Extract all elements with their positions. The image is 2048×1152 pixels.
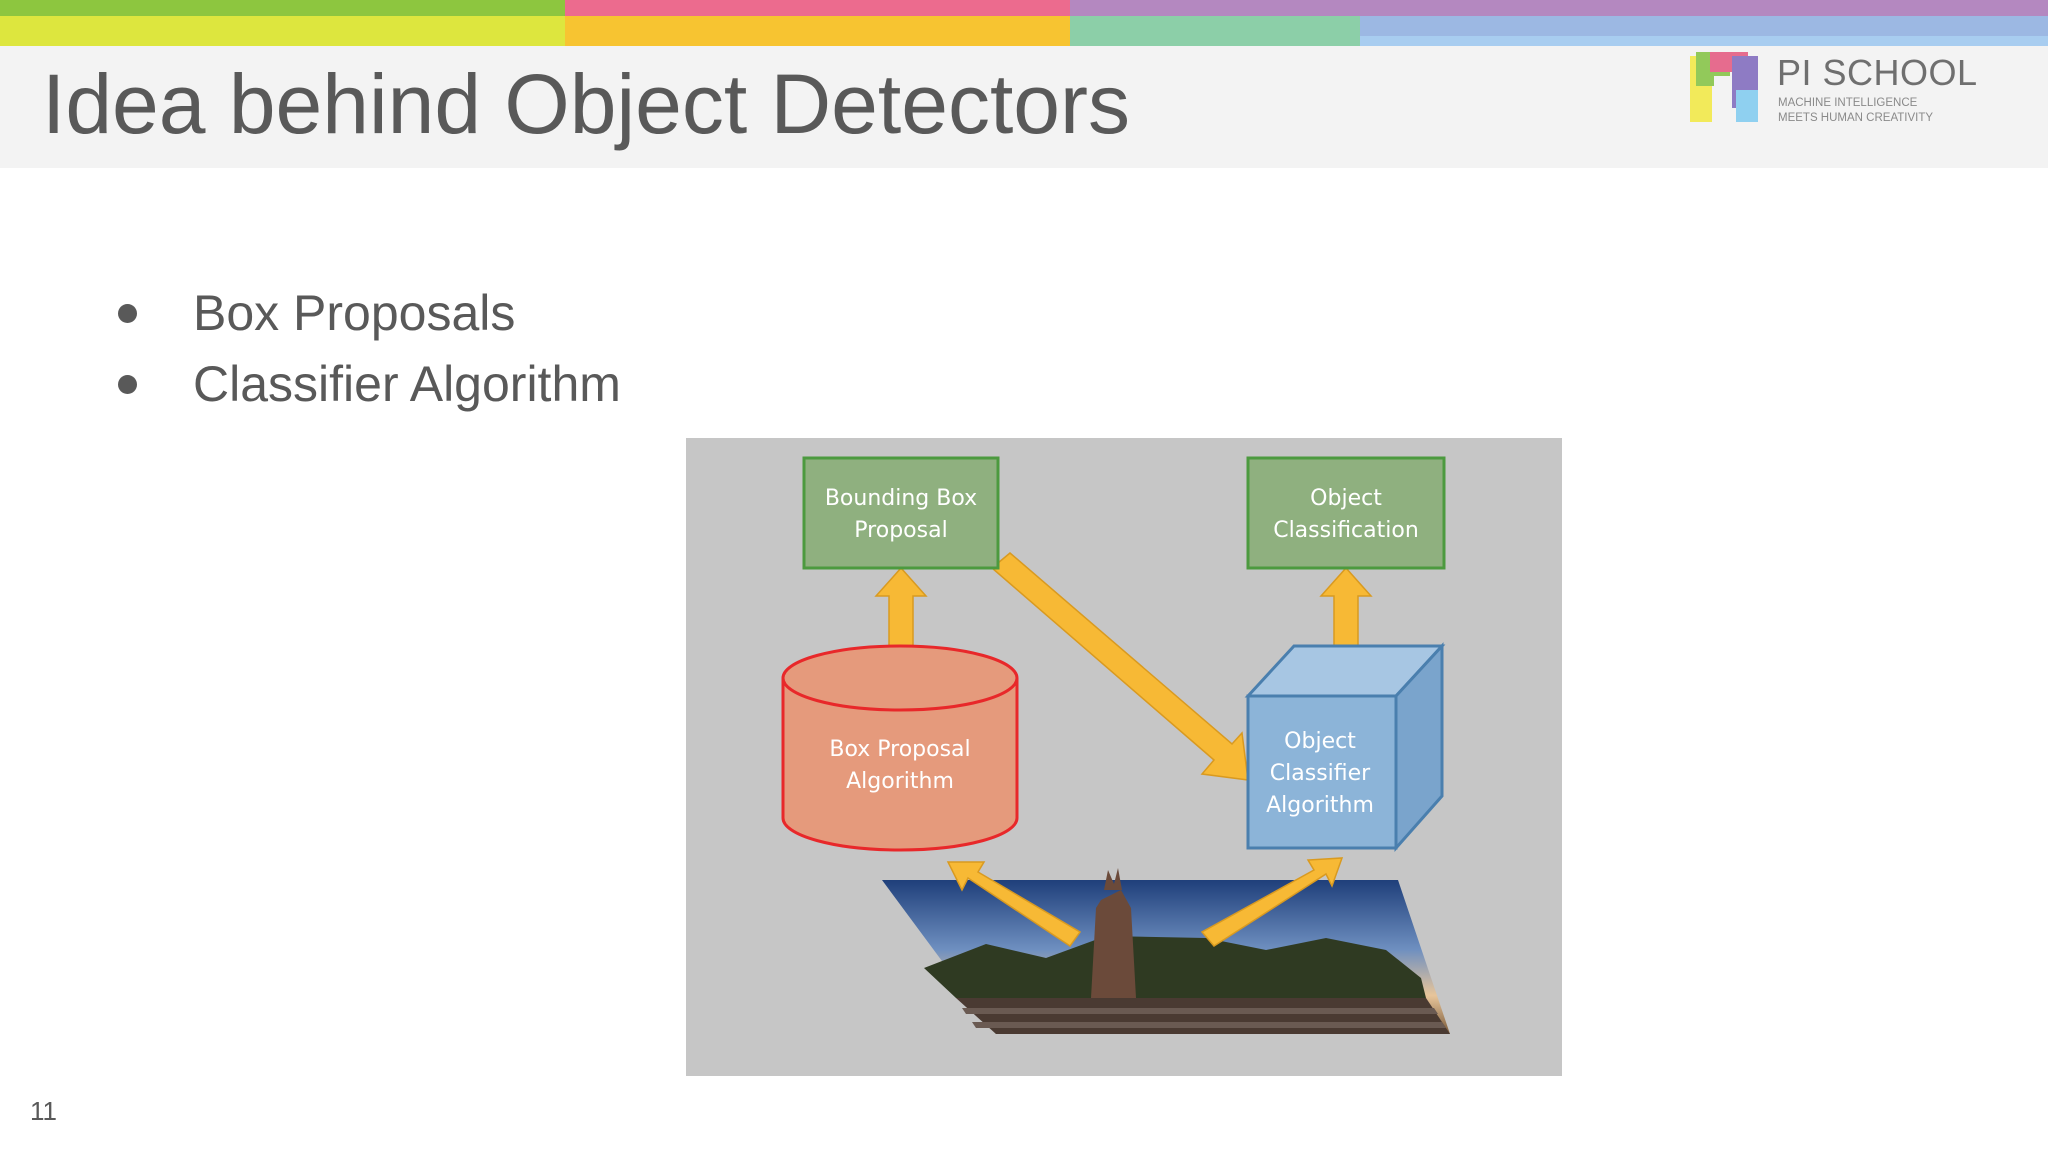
- pi-school-logo-mark-icon: [1690, 52, 1758, 122]
- object-classification-box: Object Classification: [1246, 456, 1446, 570]
- arrow-photo-right-icon: [1200, 857, 1344, 947]
- bounding-box-proposal-label: Bounding Box: [825, 486, 977, 511]
- bullet-text: Box Proposals: [193, 285, 516, 341]
- logo-name: PI SCHOOL: [1777, 52, 1978, 93]
- bullet-dot-icon: [118, 375, 137, 394]
- logo-tagline-line-2: MEETS HUMAN CREATIVITY: [1778, 112, 1934, 124]
- object-classifier-algorithm-cube: Object Classifier Algorithm: [1244, 642, 1446, 852]
- page-number: 11: [30, 1096, 57, 1126]
- logo-tagline-line-1: MACHINE INTELLIGENCE: [1778, 97, 1918, 109]
- bullet-dot-icon: [118, 304, 137, 323]
- object-classifier-algorithm-label: Algorithm: [1266, 793, 1374, 818]
- box-proposal-algorithm-label: Algorithm: [846, 769, 954, 794]
- diagram-canvas: Bounding Box Proposal Object Classificat…: [686, 438, 1562, 1076]
- bounding-box-proposal-box: Bounding Box Proposal: [802, 456, 1000, 570]
- logo-tagline: MACHINE INTELLIGENCE MEETS HUMAN CREATIV…: [1778, 96, 1933, 126]
- object-classification-label: Classification: [1273, 518, 1419, 543]
- object-classifier-algorithm-label: Object: [1284, 729, 1356, 754]
- bullet-text: Classifier Algorithm: [193, 356, 621, 412]
- arrows: [874, 552, 1373, 948]
- arrow-diagonal-icon: [990, 552, 1249, 781]
- campus-photo-icon: [882, 868, 1450, 1034]
- top-color-band: [0, 0, 2048, 46]
- object-classifier-algorithm-label: Classifier: [1270, 761, 1371, 786]
- pi-school-logo: PI SCHOOL MACHINE INTELLIGENCE MEETS HUM…: [1688, 50, 1988, 130]
- box-proposal-algorithm-cylinder: Box Proposal Algorithm: [781, 644, 1019, 852]
- slide-title: Idea behind Object Detectors: [42, 57, 1130, 151]
- box-proposal-algorithm-label: Box Proposal: [829, 737, 970, 762]
- arrow-photo-left-icon: [946, 861, 1082, 948]
- object-classification-label: Object: [1310, 486, 1382, 511]
- object-detector-diagram: Bounding Box Proposal Object Classificat…: [686, 438, 1562, 1076]
- bounding-box-proposal-label: Proposal: [854, 518, 947, 543]
